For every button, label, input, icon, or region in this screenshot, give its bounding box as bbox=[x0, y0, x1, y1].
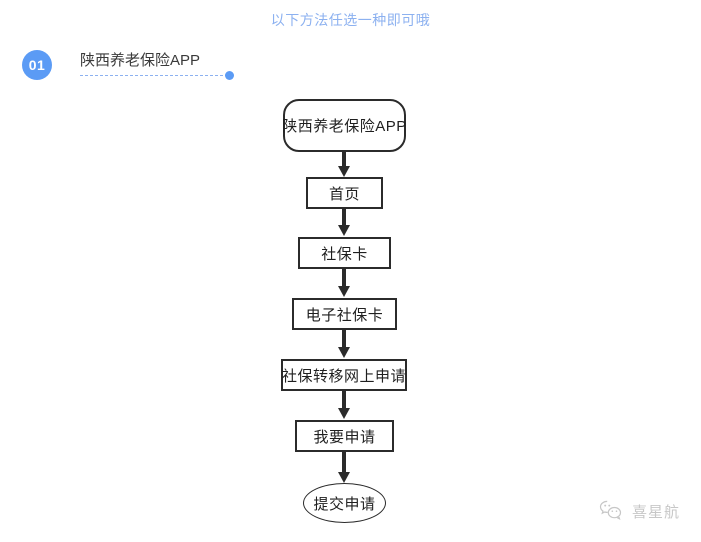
flow-node-transfer-online-application[interactable]: 社保转移网上申请 bbox=[281, 359, 407, 391]
watermark-text: 喜星航 bbox=[632, 503, 681, 521]
flow-node-electronic-card[interactable]: 电子社保卡 bbox=[292, 298, 397, 330]
wechat-logo-icon bbox=[598, 498, 624, 524]
flow-node-social-security-card[interactable]: 社保卡 bbox=[298, 237, 391, 269]
step-underline-divider bbox=[80, 75, 228, 76]
flow-node-submit-application[interactable]: 提交申请 bbox=[303, 483, 386, 523]
step-number-badge: 01 bbox=[22, 50, 52, 80]
flow-node-apply[interactable]: 我要申请 bbox=[295, 420, 394, 452]
step-underline-end-dot bbox=[225, 71, 234, 80]
header-note: 以下方法任选一种即可哦 bbox=[270, 12, 431, 28]
step-title: 陕西养老保险APP bbox=[80, 52, 201, 69]
flow-node-app-entry[interactable]: 陕西养老保险APP bbox=[282, 99, 406, 152]
step-header: 01 陕西养老保险APP bbox=[22, 50, 252, 84]
watermark: 喜星航 bbox=[598, 496, 680, 526]
flow-node-home[interactable]: 首页 bbox=[306, 177, 383, 209]
